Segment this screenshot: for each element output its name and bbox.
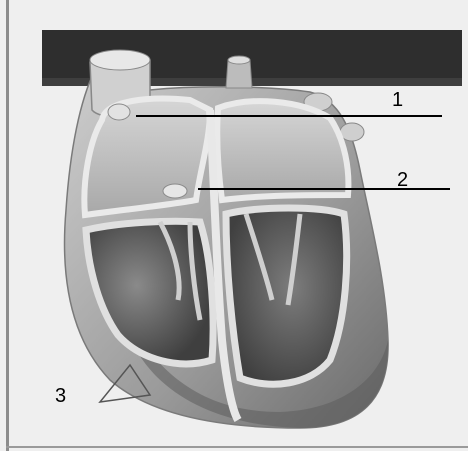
frame-border-left	[6, 0, 9, 451]
valve-ring-middle	[163, 184, 187, 198]
valve-ring-upper	[108, 104, 130, 120]
label-1: 1	[392, 90, 403, 110]
frame-border-bottom	[6, 446, 468, 448]
label-2: 2	[397, 170, 408, 190]
left-ventricle	[226, 208, 347, 384]
label-3: 3	[55, 386, 66, 406]
